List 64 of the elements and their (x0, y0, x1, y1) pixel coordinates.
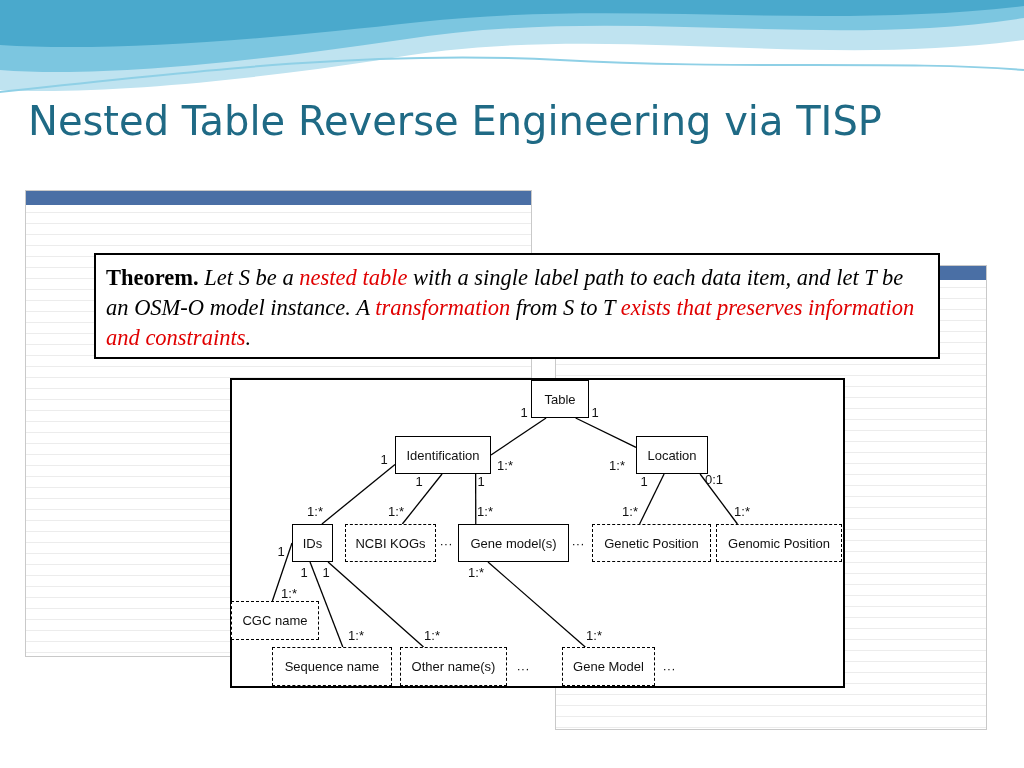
entity-name: Gene model(s) (470, 535, 557, 551)
multiplicity-label: 1:* (586, 627, 602, 643)
multiplicity-label: 1 (591, 404, 599, 420)
connector-line (401, 473, 443, 525)
multiplicity-label: ··· (439, 535, 453, 551)
entity-box (592, 524, 711, 562)
multiplicity-label: 1:* (307, 503, 323, 519)
connector-line (309, 561, 344, 648)
multiplicity-label: 1 (380, 451, 388, 467)
multiplicity-label: 1:* (388, 503, 404, 519)
connector-line (327, 561, 425, 648)
connector-line (638, 473, 665, 525)
multiplicity-label: 1:* (281, 585, 297, 601)
multiplicity-label: 1 (415, 473, 423, 489)
entity-name: Identification (406, 447, 480, 463)
multiplicity-label: 1:* (497, 457, 513, 473)
connector-line (490, 417, 547, 456)
multiplicity-label: ··· (516, 660, 530, 676)
entity-box (562, 647, 655, 686)
connector-line (575, 417, 637, 449)
multiplicity-label: 0:1 (704, 471, 724, 487)
multiplicity-label: ··· (662, 660, 676, 676)
entity-box (272, 647, 392, 686)
slide-title: Nested Table Reverse Engineering via TISP (28, 98, 882, 144)
entity-name: Sequence name (284, 659, 380, 674)
entity-name: CGC name (242, 613, 308, 628)
multiplicity-label: 1:* (477, 503, 493, 519)
multiplicity-label: 1:* (424, 627, 440, 643)
connector-line (271, 542, 293, 602)
theorem-box (94, 253, 940, 359)
entity-name: Location (647, 447, 697, 463)
multiplicity-label: 1:* (468, 564, 484, 580)
multiplicity-label: 1 (477, 473, 485, 489)
entity-box (458, 524, 569, 562)
entity-name: Other name(s) (411, 659, 496, 674)
entity-box (531, 380, 589, 418)
entity-box (400, 647, 507, 686)
entity-box (716, 524, 842, 562)
multiplicity-label: 1 (520, 404, 528, 420)
entity-box (231, 601, 319, 640)
multiplicity-label: 1:* (622, 503, 638, 519)
multiplicity-label: 1 (300, 564, 308, 580)
multiplicity-label: ··· (571, 535, 585, 551)
entity-name: IDs (302, 535, 323, 551)
entity-box (345, 524, 436, 562)
entity-name: Gene Model (573, 659, 644, 674)
entity-box (395, 436, 491, 474)
theorem-text: Theorem. Let S be a nested table with a single label path to each data item, and let T be an OSM-O model instance. A transformation from S to T exists that preserves information and constraints. (106, 265, 915, 350)
connector-line (699, 473, 739, 525)
multiplicity-label: 1 (277, 543, 285, 559)
multiplicity-label: 1:* (734, 503, 750, 519)
multiplicity-label: 1:* (348, 627, 364, 643)
connector-line (475, 473, 477, 525)
multiplicity-label: 1 (640, 473, 648, 489)
multiplicity-label: 1 (322, 564, 330, 580)
connector-line (321, 463, 396, 525)
entity-name: Genetic Position (604, 535, 699, 551)
entity-box (636, 436, 708, 474)
entity-name: Genomic Position (728, 535, 830, 551)
entity-name: Table (544, 391, 576, 407)
entity-box (292, 524, 333, 562)
multiplicity-label: 1:* (609, 457, 625, 473)
entity-name: NCBI KOGs (355, 535, 426, 551)
connector-line (487, 561, 586, 648)
